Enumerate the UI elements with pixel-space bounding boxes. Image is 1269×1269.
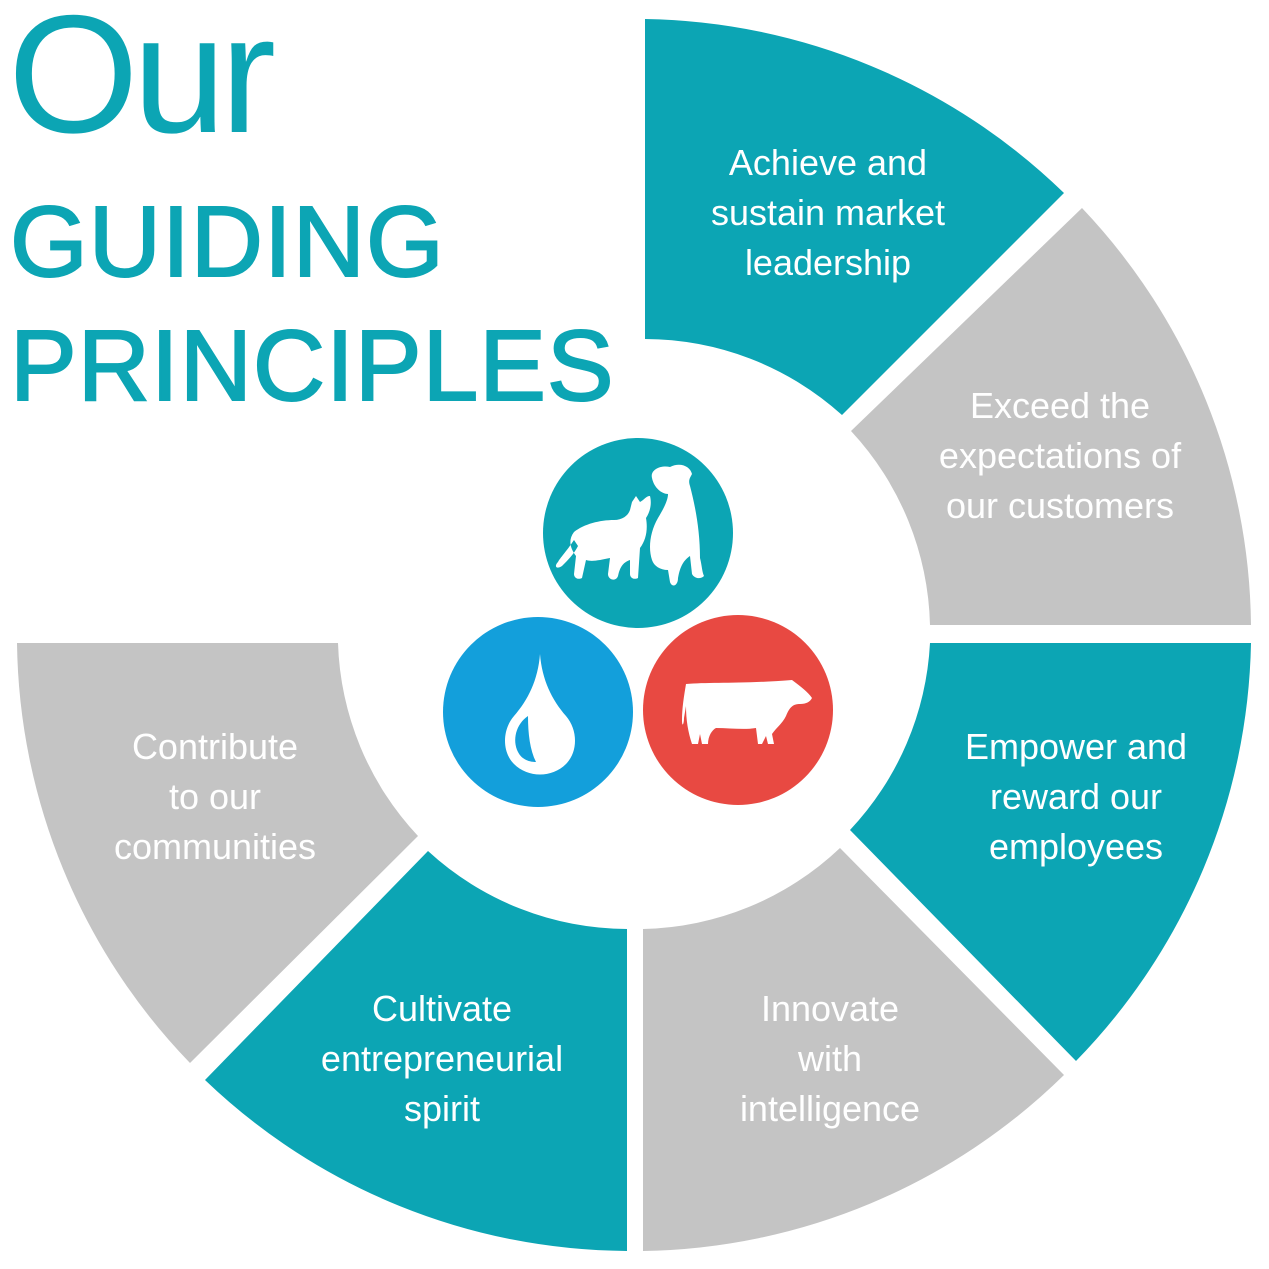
title-guiding: GUIDING	[9, 186, 445, 298]
label-line: sustain market	[710, 192, 946, 233]
segment-cultivate	[205, 851, 627, 1251]
label-line: Innovate	[760, 988, 900, 1029]
segment-label-cultivate: Cultivate entrepreneurial spirit	[321, 984, 563, 1134]
label-line: Empower and	[964, 726, 1188, 767]
label-line: Contribute	[131, 726, 299, 767]
label-line: with	[797, 1038, 863, 1079]
label-line: intelligence	[739, 1088, 921, 1129]
title-our: Our	[8, 0, 276, 168]
title-principles: PRINCIPLES	[9, 310, 615, 422]
label-line: reward our	[989, 776, 1163, 817]
label-line: spirit	[403, 1088, 480, 1129]
label-line: to our	[168, 776, 262, 817]
label-line: our customers	[945, 485, 1175, 526]
segment-label-achieve: Achieve and sustain market leadership	[711, 138, 945, 288]
label-line: entrepreneurial	[320, 1038, 564, 1079]
label-line: Cultivate	[371, 988, 513, 1029]
segment-exceed	[851, 208, 1251, 625]
label-line: expectations of	[938, 435, 1182, 476]
segment-label-innovate: Innovate with intelligence	[740, 984, 920, 1134]
water-drop-icon	[443, 617, 633, 807]
segment-innovate	[643, 848, 1064, 1251]
label-line: employees	[988, 826, 1164, 867]
segment-label-exceed: Exceed the expectations of our customers	[939, 381, 1181, 531]
segment-label-contribute: Contribute to our communities	[114, 722, 316, 872]
cow-icon	[643, 615, 833, 805]
segment-contribute	[17, 643, 418, 1063]
pets-icon	[543, 438, 733, 628]
label-line: leadership	[744, 242, 912, 283]
label-line: Achieve and	[728, 142, 928, 183]
segment-label-empower: Empower and reward our employees	[965, 722, 1187, 872]
segment-achieve	[645, 19, 1064, 415]
label-line: Exceed the	[969, 385, 1151, 426]
label-line: communities	[113, 826, 317, 867]
segment-empower	[850, 643, 1251, 1061]
